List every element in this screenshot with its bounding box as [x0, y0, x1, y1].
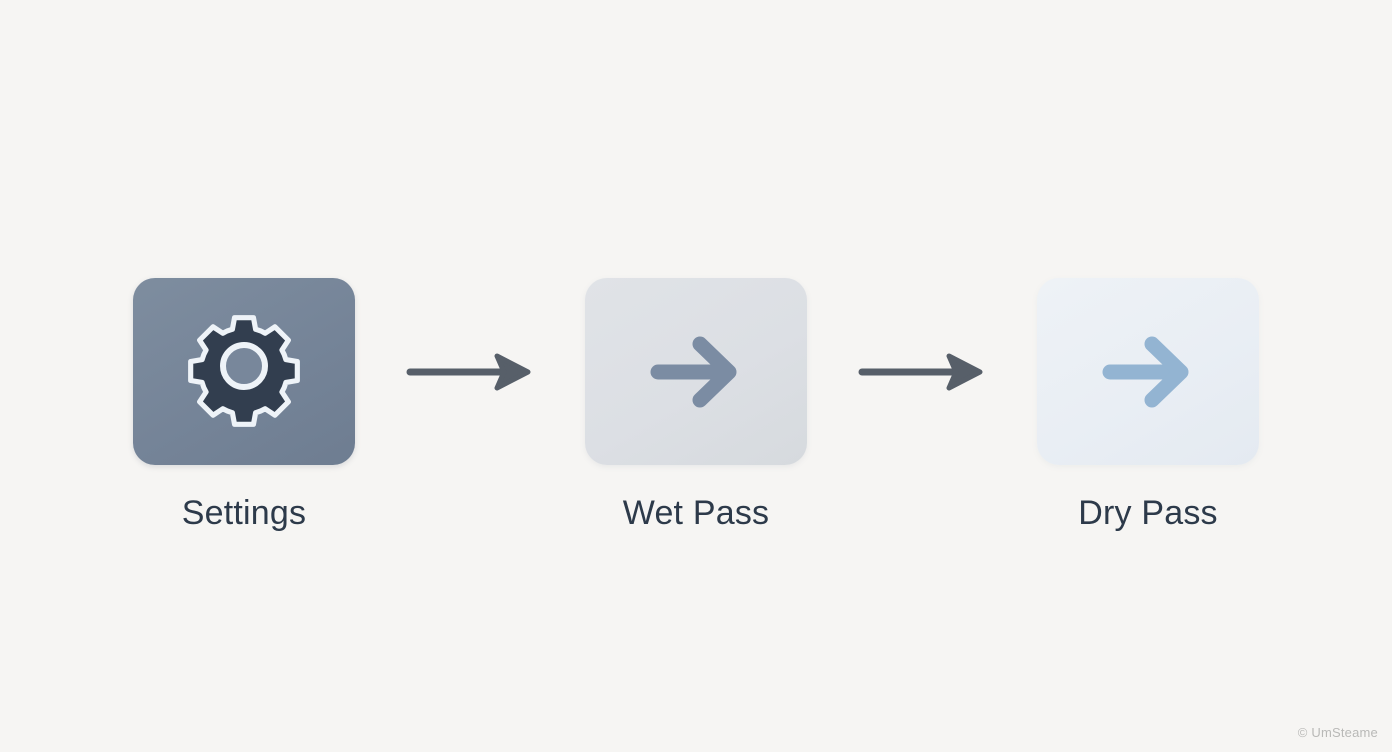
connector-arrow-2	[858, 352, 986, 392]
flow-step-wet-pass[interactable]: Wet Pass	[585, 278, 807, 533]
arrow-right-icon	[1102, 336, 1189, 407]
arrow-right-icon	[650, 336, 737, 407]
step-label-dry-pass: Dry Pass	[1078, 494, 1218, 532]
wet-pass-card[interactable]	[585, 278, 807, 465]
watermark-text: © UmSteame	[1297, 725, 1378, 740]
connector-arrow-1	[406, 352, 534, 392]
step-label-settings: Settings	[181, 494, 307, 532]
flow-step-settings[interactable]: Settings	[133, 278, 355, 533]
step-label-wet-pass: Wet Pass	[622, 494, 770, 532]
connector-head-2	[946, 353, 983, 391]
settings-card[interactable]	[133, 278, 355, 465]
flow-step-dry-pass[interactable]: Dry Pass	[1037, 278, 1259, 533]
gear-icon	[188, 314, 300, 427]
dry-pass-card[interactable]	[1037, 278, 1259, 465]
connector-head-1	[494, 353, 531, 391]
